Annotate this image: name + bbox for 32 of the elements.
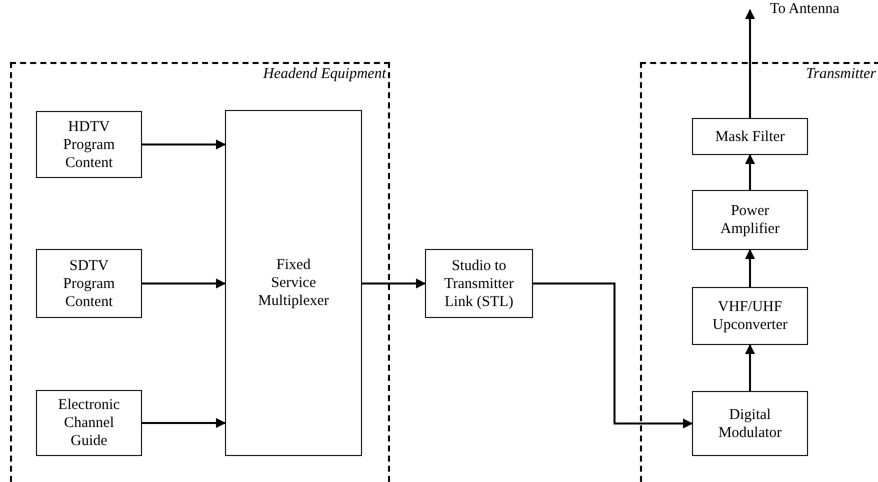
process-box <box>692 118 808 155</box>
arrow <box>745 344 755 391</box>
box-label: Digital Modulator <box>717 406 783 442</box>
arrow <box>745 154 755 190</box>
arrow <box>745 249 755 287</box>
process-box <box>692 287 808 345</box>
dashed-group-frame <box>640 62 878 482</box>
group-heading: Transmitter <box>806 66 876 83</box>
box-label: Studio to Transmitter Link (STL) <box>443 256 515 310</box>
box-label: Mask Filter <box>715 128 785 146</box>
process-box <box>36 111 142 178</box>
arrow <box>142 418 226 428</box>
arrow <box>142 140 226 150</box>
box-label: Power Amplifier <box>719 202 781 238</box>
box-label: Electronic Channel Guide <box>57 396 121 450</box>
group-heading: Headend Equipment <box>263 66 386 83</box>
dashed-group-frame <box>10 62 390 482</box>
output-label: To Antenna <box>770 1 840 18</box>
process-box <box>225 110 362 456</box>
process-box <box>692 391 808 456</box>
arrow <box>142 278 226 288</box>
process-box <box>425 249 533 318</box>
box-label: SDTV Program Content <box>62 256 116 310</box>
box-label: HDTV Program Content <box>62 118 116 172</box>
process-box <box>692 190 808 250</box>
arrow <box>362 278 426 288</box>
arrow <box>533 282 693 428</box>
box-label: VHF/UHF Upconverter <box>712 298 788 334</box>
process-box <box>36 390 142 456</box>
process-box <box>36 249 142 318</box>
arrow <box>745 9 755 118</box>
box-label: Fixed Service Multiplexer <box>257 256 330 310</box>
